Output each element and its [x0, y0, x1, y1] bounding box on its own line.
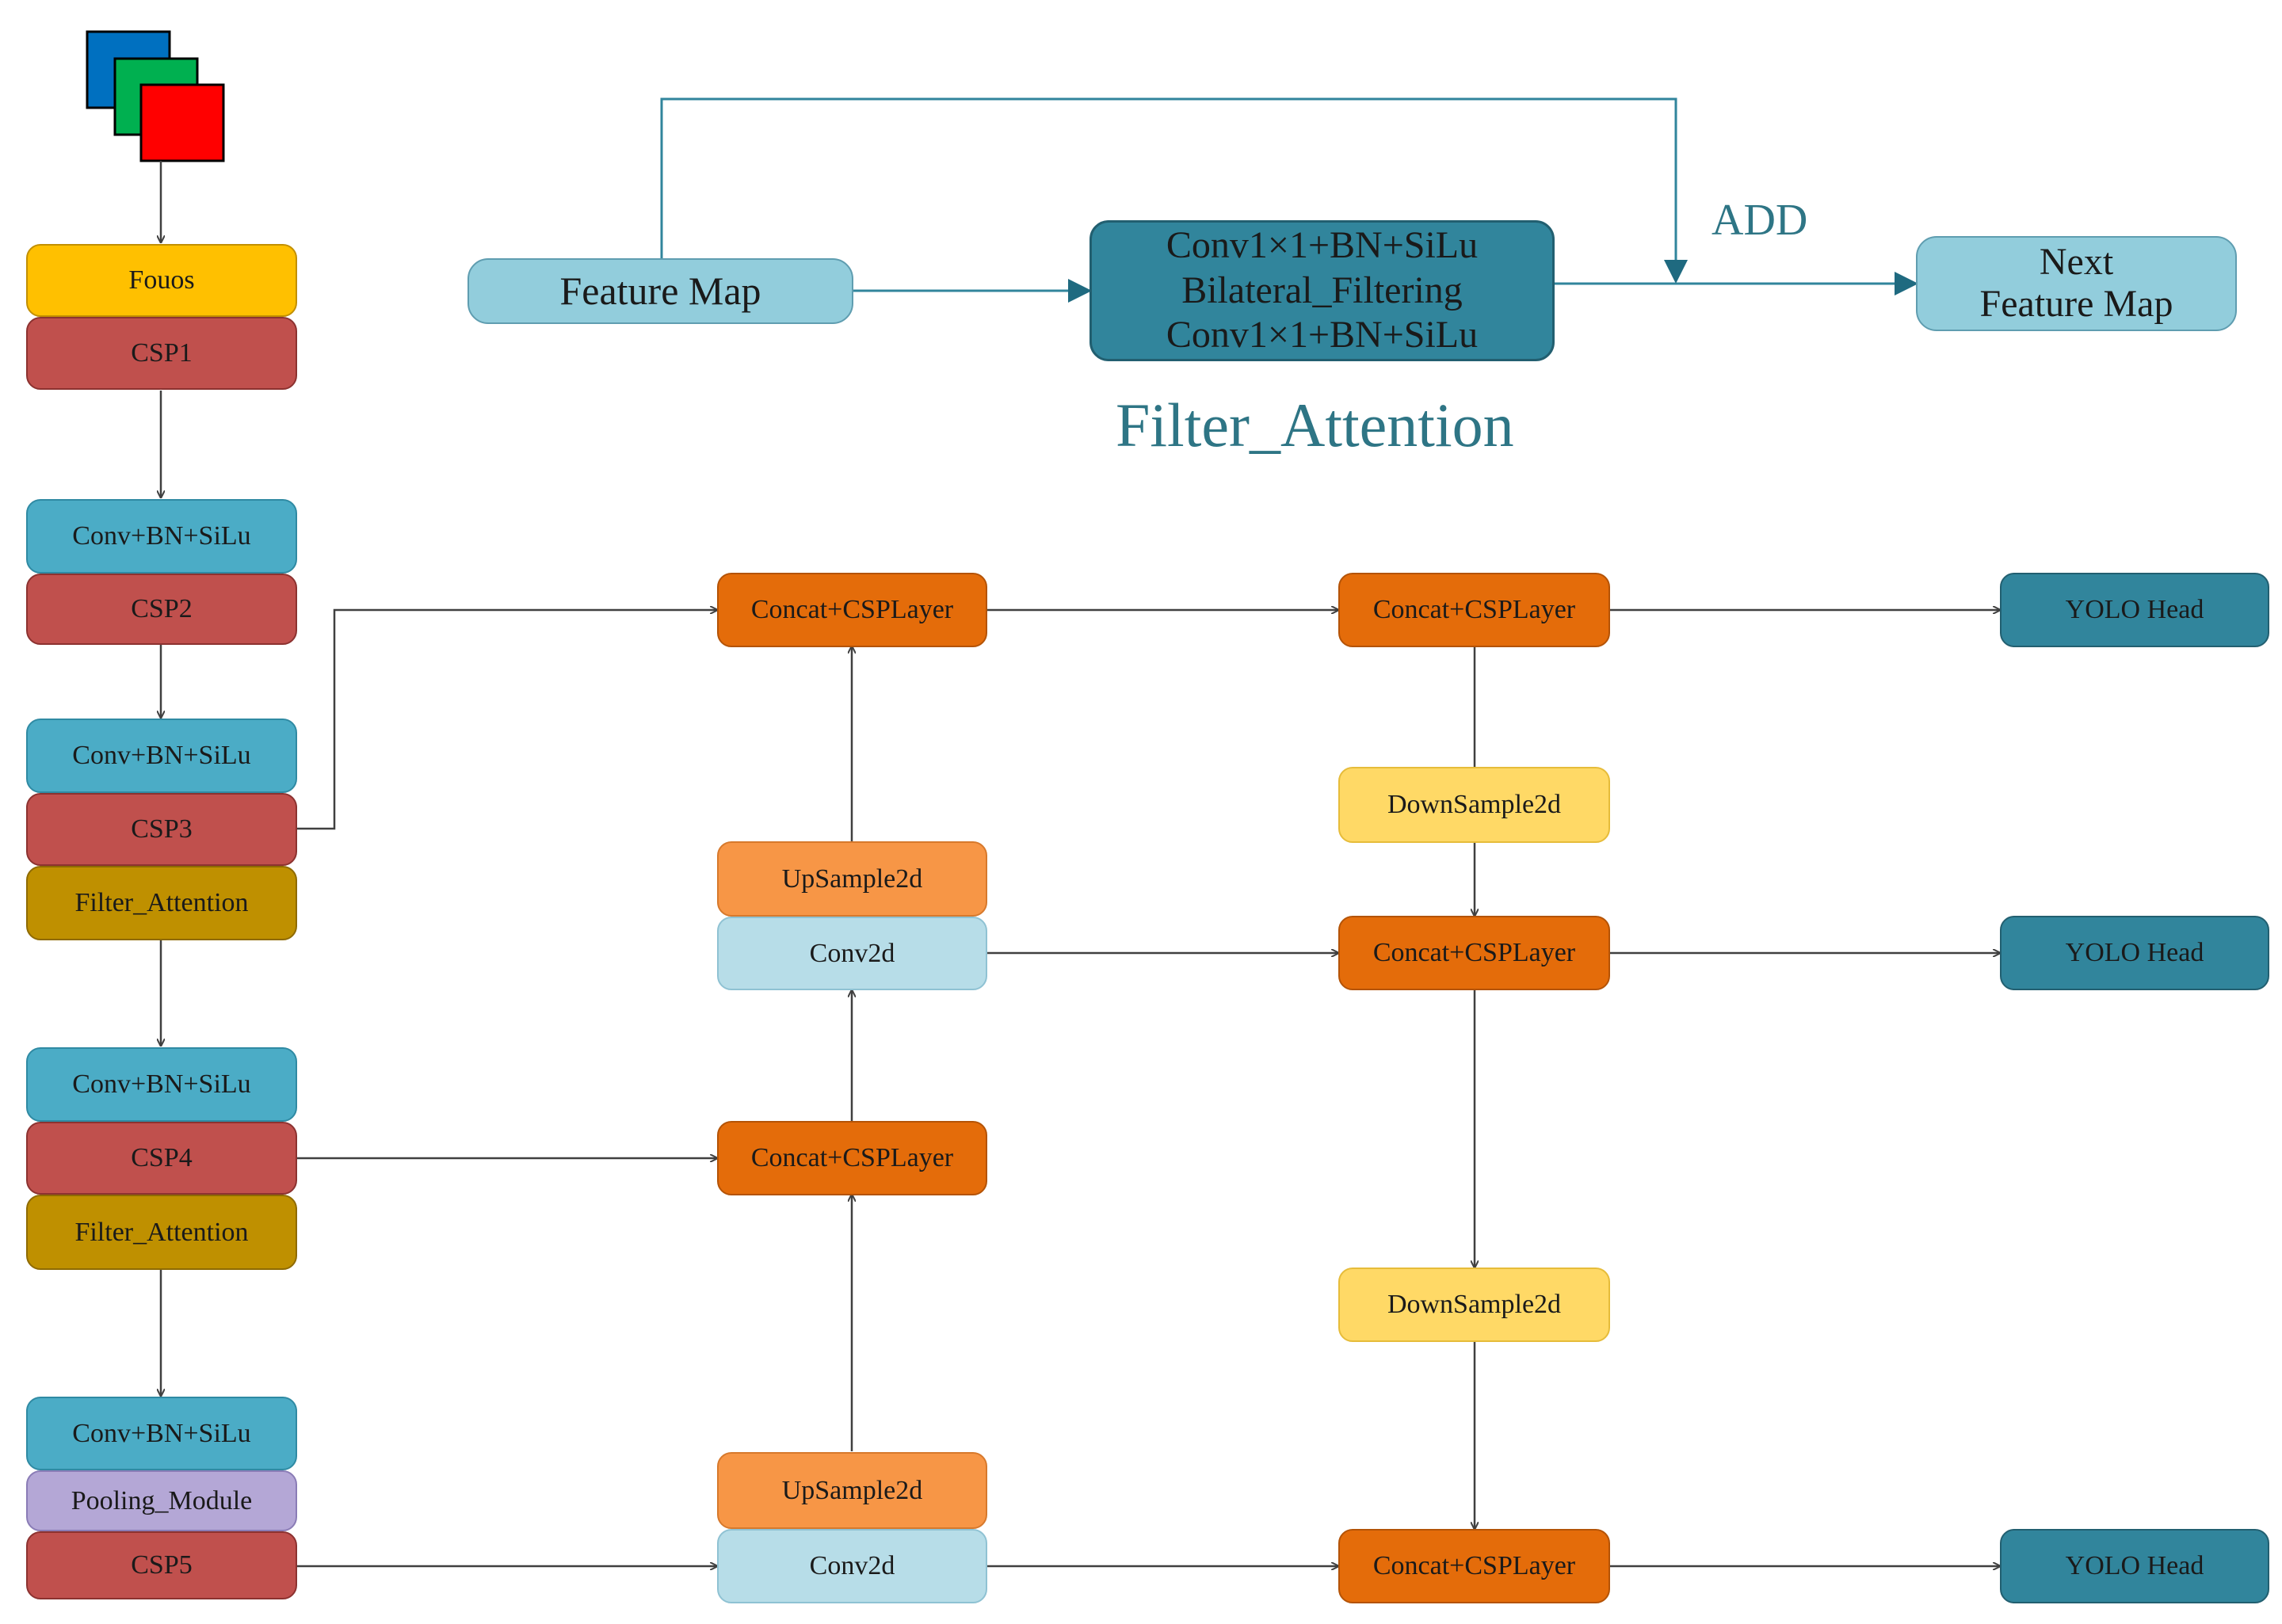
- neck-concat-csplayer-2: Concat+CSPLayer: [717, 1121, 987, 1195]
- filter-attention-module: Conv1×1+BN+SiLu Bilateral_Filtering Conv…: [1089, 220, 1555, 361]
- module-line-1: Conv1×1+BN+SiLu: [1166, 223, 1479, 266]
- conv-bn-silu-block-2: Conv+BN+SiLu: [26, 719, 297, 793]
- module-line-2: Bilateral_Filtering: [1181, 269, 1463, 311]
- csp5-block: CSP5: [26, 1531, 297, 1599]
- filter-attention-title: Filter_Attention: [1116, 391, 1514, 459]
- yolo-head-1: YOLO Head: [2000, 573, 2269, 647]
- neck-upsample2d-1: UpSample2d: [717, 841, 987, 917]
- neck-conv2d-2: Conv2d: [717, 1529, 987, 1603]
- module-line-3: Conv1×1+BN+SiLu: [1166, 314, 1479, 356]
- csp2-block: CSP2: [26, 574, 297, 645]
- csp4-block: CSP4: [26, 1122, 297, 1195]
- conv-bn-silu-block-4: Conv+BN+SiLu: [26, 1397, 297, 1470]
- pan-concat-csplayer-1: Concat+CSPLayer: [1338, 573, 1610, 647]
- pan-downsample2d-2: DownSample2d: [1338, 1268, 1610, 1342]
- network-wires: [161, 161, 2000, 1566]
- pan-concat-csplayer-3: Concat+CSPLayer: [1338, 1529, 1610, 1603]
- neck-conv2d-1: Conv2d: [717, 917, 987, 990]
- csp3-block: CSP3: [26, 793, 297, 866]
- neck-concat-csplayer-1: Concat+CSPLayer: [717, 573, 987, 647]
- next-feature-map-output: Next Feature Map: [1916, 236, 2237, 331]
- conv-bn-silu-block-3: Conv+BN+SiLu: [26, 1047, 297, 1122]
- conv-bn-silu-block-1: Conv+BN+SiLu: [26, 499, 297, 574]
- next-label: Next: [2039, 241, 2114, 284]
- yolo-head-2: YOLO Head: [2000, 916, 2269, 990]
- add-label: ADD: [1712, 196, 1808, 245]
- input-image-icon: [86, 30, 225, 162]
- feature-map-label: Feature Map: [1979, 283, 2173, 325]
- csp1-block: CSP1: [26, 317, 297, 390]
- filter-attention-wires: [660, 97, 1918, 303]
- pan-downsample2d-1: DownSample2d: [1338, 767, 1610, 843]
- pan-concat-csplayer-2: Concat+CSPLayer: [1338, 916, 1610, 990]
- feature-map-input: Feature Map: [467, 258, 853, 324]
- filter-attention-block-2: Filter_Attention: [26, 1195, 297, 1270]
- pooling-module-block: Pooling_Module: [26, 1470, 297, 1531]
- yolo-head-3: YOLO Head: [2000, 1529, 2269, 1603]
- focus-block: Fouos: [26, 244, 297, 317]
- filter-attention-block-1: Filter_Attention: [26, 866, 297, 940]
- neck-upsample2d-2: UpSample2d: [717, 1452, 987, 1529]
